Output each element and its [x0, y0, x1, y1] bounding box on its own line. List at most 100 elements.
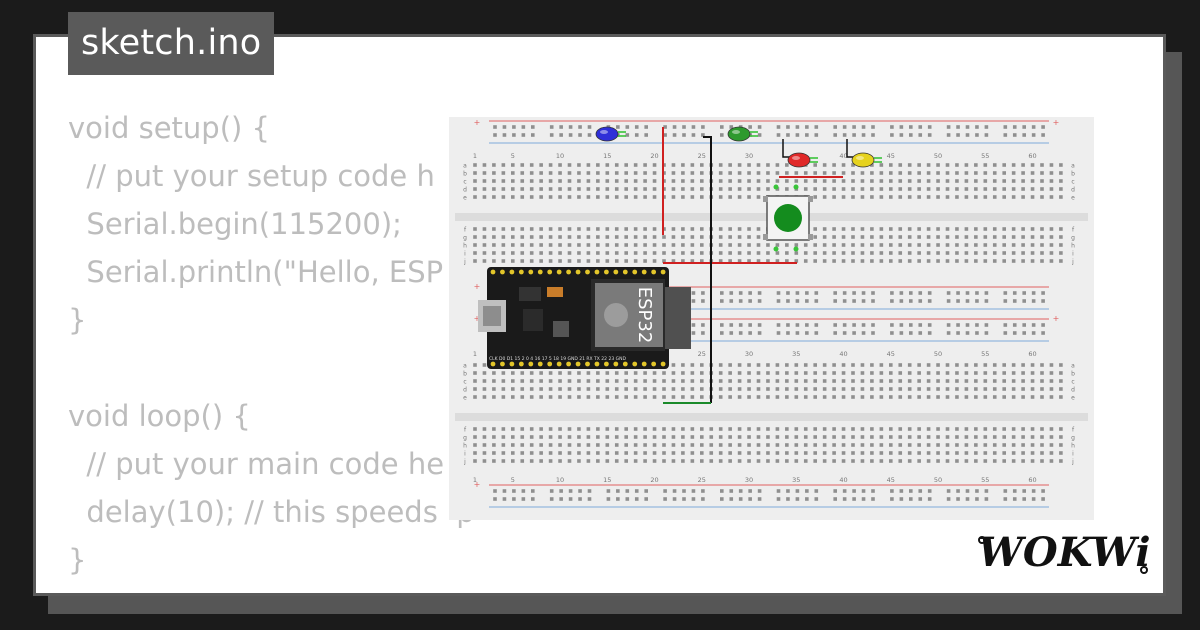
- code-editor[interactable]: void setup() { // put your setup code h …: [68, 104, 475, 584]
- esp32-pin: [547, 269, 553, 275]
- row-letter: g: [463, 435, 467, 442]
- esp32-pin: [490, 361, 496, 367]
- row-letter: f: [464, 427, 467, 434]
- esp32-pin: [509, 269, 515, 275]
- esp32-pins-top: [490, 269, 666, 275]
- led-green[interactable]: [727, 126, 758, 142]
- code-line[interactable]: }: [68, 303, 87, 337]
- push-button[interactable]: [763, 184, 813, 252]
- wokwi-logo: WOKWi: [978, 529, 1151, 576]
- esp32-pin: [613, 269, 619, 275]
- row-letter: h: [463, 443, 467, 450]
- column-number: 25: [698, 350, 706, 358]
- esp32-pin: [566, 361, 571, 367]
- esp32-pin: [537, 361, 543, 367]
- row-letter: f: [464, 227, 467, 234]
- row-letter: f: [1072, 427, 1075, 434]
- code-line[interactable]: }: [68, 543, 87, 577]
- code-line[interactable]: [68, 344, 475, 392]
- column-number: 55: [981, 152, 989, 160]
- row-letter: c: [463, 179, 466, 186]
- column-number: 25: [698, 476, 706, 484]
- row-letter: h: [1071, 243, 1075, 250]
- column-number: 5: [511, 152, 515, 160]
- row-letter: d: [463, 387, 467, 394]
- row-letter: g: [463, 235, 467, 242]
- led-blue[interactable]: [595, 126, 626, 142]
- led-red[interactable]: [787, 152, 818, 168]
- rail-plus-label: +: [474, 282, 481, 291]
- column-number: 20: [650, 476, 658, 484]
- esp32-pin: [528, 269, 534, 275]
- leds[interactable]: [595, 126, 882, 168]
- row-letter: e: [463, 195, 467, 202]
- column-number: 1: [473, 350, 477, 358]
- esp32-pin: [651, 361, 657, 367]
- column-number: 30: [745, 476, 753, 484]
- code-line[interactable]: Serial.println("Hello, ESP: [68, 255, 444, 289]
- esp32-pin: [641, 269, 647, 275]
- code-line[interactable]: Serial.begin(115200);: [68, 207, 402, 241]
- esp32-pin: [660, 361, 666, 367]
- esp32-pin: [622, 269, 628, 275]
- column-number: 45: [887, 476, 895, 484]
- row-letter: d: [1071, 187, 1075, 194]
- row-letter: c: [463, 379, 466, 386]
- code-line[interactable]: void setup() {: [68, 111, 270, 145]
- esp32-pin: [518, 361, 524, 367]
- row-letter: j: [1071, 459, 1074, 466]
- breadboard-center-channel-lower: [455, 413, 1088, 421]
- esp32-board[interactable]: ESP32 CLK D0 D1 15 2 0 4 16 17 5 18 19 G…: [478, 267, 691, 369]
- column-number: 55: [981, 476, 989, 484]
- breadboard-labels: 1510152025303540455055601510152025303540…: [463, 118, 1075, 489]
- rail-plus-label: +: [1053, 118, 1060, 127]
- row-letter: b: [463, 371, 467, 378]
- column-number: 50: [934, 152, 942, 160]
- column-number: 1: [473, 476, 477, 484]
- row-letter: e: [1071, 195, 1075, 202]
- code-line[interactable]: // put your main code he: [68, 447, 445, 481]
- column-number: 35: [792, 476, 800, 484]
- wire-black: [703, 136, 712, 403]
- file-tab[interactable]: sketch.ino: [68, 12, 275, 75]
- led-yellow[interactable]: [851, 152, 882, 168]
- esp32-pin: [500, 269, 505, 275]
- esp32-pin: [547, 361, 553, 367]
- column-number: 5: [511, 476, 515, 484]
- column-number: 15: [603, 476, 611, 484]
- row-letter: a: [1071, 163, 1075, 170]
- esp32-chip-label: ESP32: [634, 287, 655, 344]
- column-number: 15: [603, 152, 611, 160]
- row-letter: a: [463, 163, 467, 170]
- row-letter: i: [1072, 451, 1074, 458]
- row-letter: d: [1071, 387, 1075, 394]
- esp32-pin: [641, 361, 647, 367]
- row-letter: j: [1071, 259, 1074, 266]
- simulation-canvas[interactable]: 1510152025303540455055601510152025303540…: [449, 117, 1094, 520]
- row-letter: f: [1072, 227, 1075, 234]
- esp32-pin: [500, 361, 505, 367]
- button-cap[interactable]: [774, 204, 802, 232]
- row-letter: a: [463, 363, 467, 370]
- row-letter: i: [1072, 251, 1074, 258]
- code-line[interactable]: void loop() {: [68, 399, 251, 433]
- wire-black-yellow-led: [846, 139, 855, 158]
- esp32-pin: [566, 269, 571, 275]
- code-line[interactable]: // put your setup code h: [68, 159, 435, 193]
- esp32-pin: [556, 269, 562, 275]
- row-letter: e: [1071, 395, 1075, 402]
- esp32-pin: [575, 361, 581, 367]
- row-letter: b: [1071, 371, 1075, 378]
- esp32-pin: [490, 269, 496, 275]
- row-letter: e: [463, 395, 467, 402]
- code-line[interactable]: delay(10); // this speeds p: [68, 495, 475, 529]
- esp32-pin: [651, 269, 657, 275]
- esp32-pin: [556, 361, 562, 367]
- column-number: 50: [934, 350, 942, 358]
- esp32-pin: [575, 269, 581, 275]
- column-number: 40: [839, 350, 847, 358]
- esp32-pin: [585, 361, 590, 367]
- rail-plus-label: +: [1053, 314, 1060, 323]
- esp32-pin: [594, 361, 600, 367]
- column-number: 30: [745, 350, 753, 358]
